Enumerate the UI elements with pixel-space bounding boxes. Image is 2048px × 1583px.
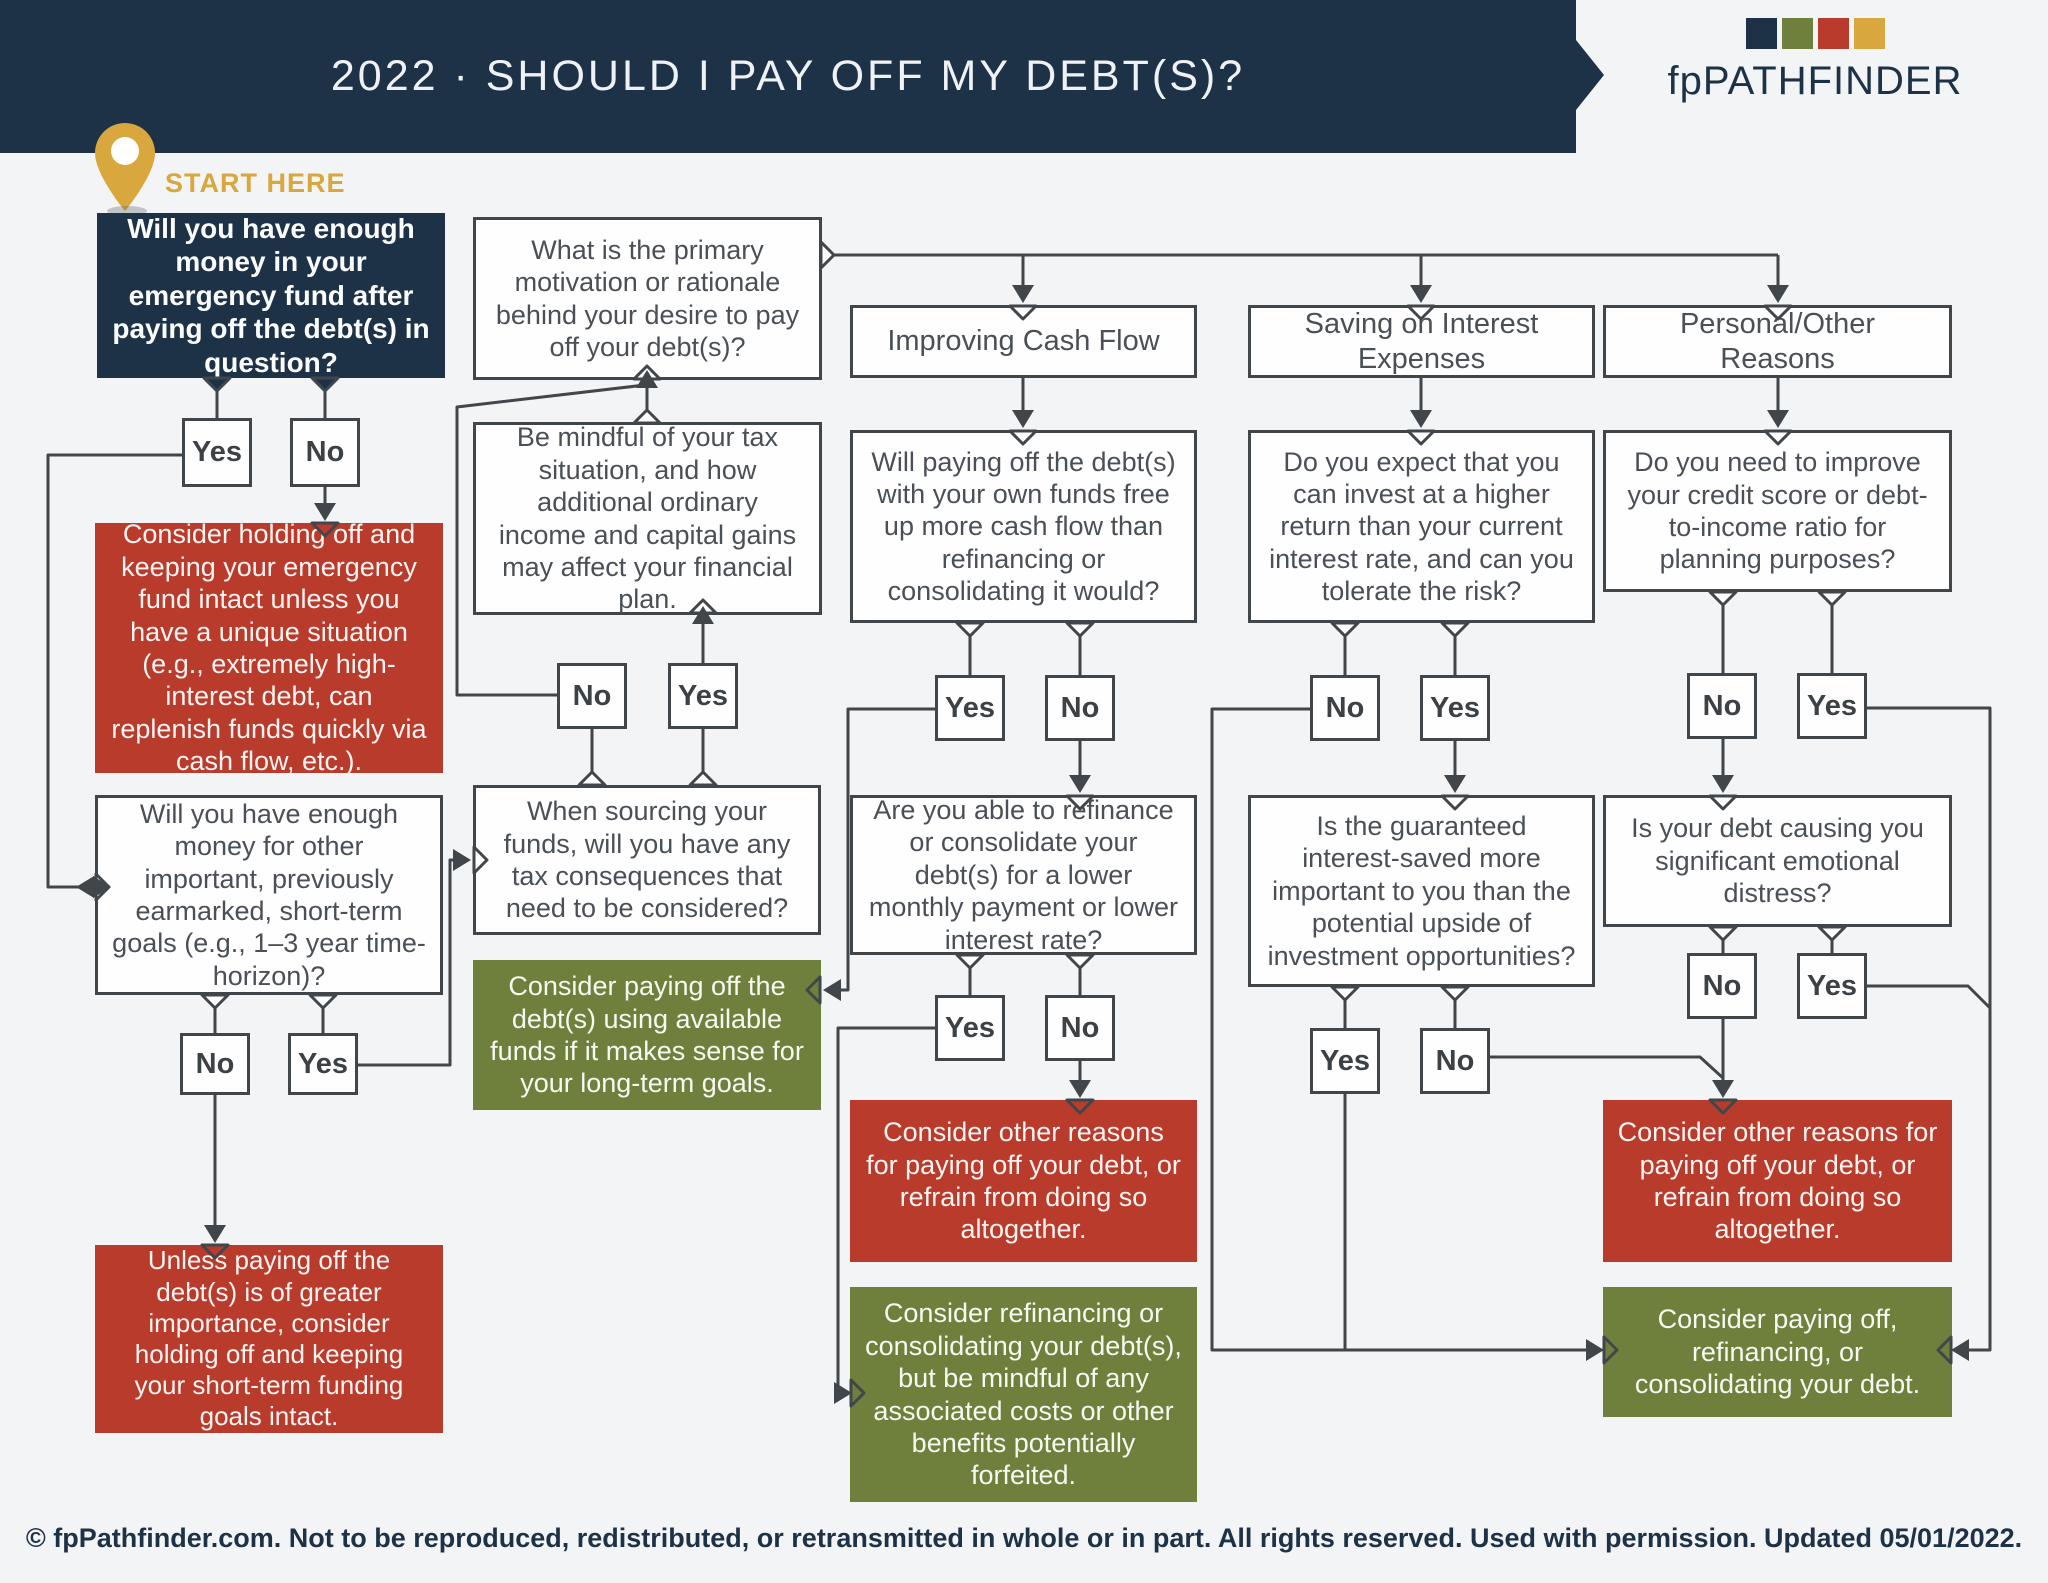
map-pin-icon xyxy=(95,123,155,211)
question-emotional-distress: Is your debt causing you significant emo… xyxy=(1603,795,1952,927)
advice-payoff-refinance-consolidate: Consider paying off, refinancing, or con… xyxy=(1603,1287,1952,1417)
answer-refinance-yes: Yes xyxy=(935,995,1005,1061)
answer-shortterm-no: No xyxy=(180,1033,250,1095)
question-invest-higher-return: Do you expect that you can invest at a h… xyxy=(1248,430,1595,623)
question-refinance: Are you able to refinance or consolidate… xyxy=(850,795,1197,955)
question-credit-score: Do you need to improve your credit score… xyxy=(1603,430,1952,592)
question-emergency-fund: Will you have enough money in your emerg… xyxy=(97,213,445,378)
logo-square-red xyxy=(1817,18,1849,49)
header-banner xyxy=(0,0,1576,153)
advice-other-reasons-cashflow: Consider other reasons for paying off yo… xyxy=(850,1100,1197,1262)
logo-squares-icon xyxy=(1610,18,2020,49)
branch-saving-interest: Saving on Interest Expenses xyxy=(1248,305,1595,378)
answer-distress-yes: Yes xyxy=(1797,953,1867,1019)
copyright-footer: © fpPathfinder.com. Not to be reproduced… xyxy=(25,1523,2023,1553)
answer-emergency-no: No xyxy=(290,418,360,487)
logo-wordmark: fpPATHFINDER xyxy=(1667,59,1963,103)
brand-logo: fpPATHFINDER xyxy=(1610,18,2020,138)
answer-shortterm-yes: Yes xyxy=(288,1033,358,1095)
answer-cashflow-no: No xyxy=(1045,675,1115,741)
banner-arrow-tip xyxy=(1576,40,1604,110)
answer-credit-yes: Yes xyxy=(1797,673,1867,739)
answer-sourcing-no: No xyxy=(557,663,627,729)
logo-square-green xyxy=(1781,18,1813,49)
answer-invest-no: No xyxy=(1310,675,1380,741)
question-short-term-goals: Will you have enough money for other imp… xyxy=(95,795,443,995)
advice-keep-emergency-fund: Consider holding off and keeping your em… xyxy=(95,519,443,776)
answer-refinance-no: No xyxy=(1045,995,1115,1061)
branch-improving-cash-flow: Improving Cash Flow xyxy=(850,305,1197,378)
question-guaranteed-interest: Is the guaranteed interest-saved more im… xyxy=(1248,795,1595,987)
advice-tax-situation: Be mindful of your tax situation, and ho… xyxy=(473,422,822,615)
answer-guaranteed-no: No xyxy=(1420,1028,1490,1094)
start-here-label: START HERE xyxy=(165,168,346,198)
question-sourcing-funds: When sourcing your funds, will you have … xyxy=(473,785,821,935)
advice-consider-refinancing: Consider refinancing or consolidating yo… xyxy=(850,1287,1197,1502)
answer-cashflow-yes: Yes xyxy=(935,675,1005,741)
pin-shadow xyxy=(107,206,147,216)
answer-guaranteed-yes: Yes xyxy=(1310,1028,1380,1094)
branch-personal-reasons: Personal/Other Reasons xyxy=(1603,305,1952,378)
advice-other-reasons-personal: Consider other reasons for paying off yo… xyxy=(1603,1100,1952,1262)
page-title: 2022 · SHOULD I PAY OFF MY DEBT(S)? xyxy=(330,52,1246,100)
answer-invest-yes: Yes xyxy=(1420,675,1490,741)
answer-credit-no: No xyxy=(1687,673,1757,739)
question-motivation: What is the primary motivation or ration… xyxy=(473,217,822,380)
answer-distress-no: No xyxy=(1687,953,1757,1019)
question-free-up-cash-flow: Will paying off the debt(s) with your ow… xyxy=(850,430,1197,623)
answer-emergency-yes: Yes xyxy=(182,418,252,487)
advice-payoff-available-funds: Consider paying off the debt(s) using av… xyxy=(473,960,821,1110)
logo-square-gold xyxy=(1853,18,1885,49)
advice-keep-shortterm-goals: Unless paying off the debt(s) is of grea… xyxy=(95,1245,443,1433)
answer-sourcing-yes: Yes xyxy=(668,663,738,729)
logo-square-navy xyxy=(1745,18,1777,49)
